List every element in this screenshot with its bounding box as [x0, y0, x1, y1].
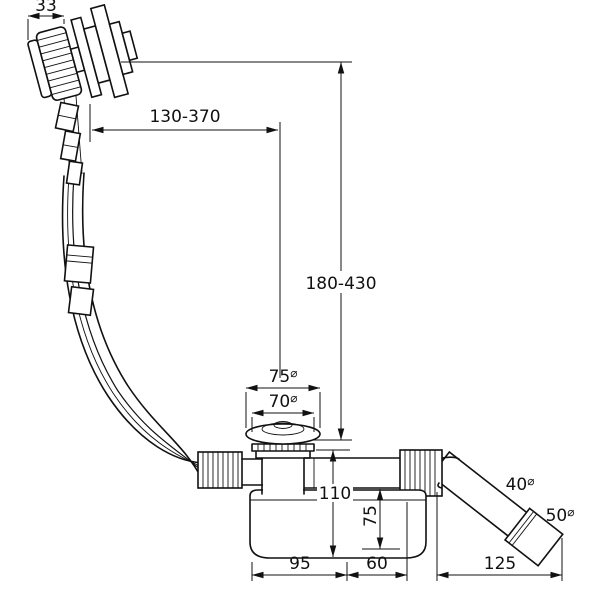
- waste-plug: [245, 421, 321, 495]
- dim-label-outlet-drop: 75: [361, 505, 381, 527]
- dim-label-body-height: 110: [319, 484, 351, 504]
- dim-label-vertical-range: 180-430: [305, 274, 376, 294]
- dim-label-95: 95: [289, 554, 311, 574]
- dim-plug-flange-diameter: [245, 384, 321, 428]
- outlet-pipe-angled: [429, 450, 564, 567]
- dim-label-plug-flange-diameter: 75⌀: [269, 366, 298, 387]
- outlet-nut: [399, 449, 443, 497]
- dim-label-knob-depth: 33: [35, 0, 57, 16]
- dim-plug-diameter: [251, 409, 315, 432]
- outlet-elbow: [437, 456, 460, 489]
- cable-adjusters: [54, 101, 84, 186]
- inlet-nut: [197, 451, 243, 489]
- cable-clamp-upper: [63, 244, 95, 284]
- dim-outlet-drop: [362, 489, 400, 550]
- dim-label-outlet-diameter: 50⌀: [546, 505, 575, 526]
- dim-horizontal-range: [89, 104, 281, 378]
- dimensions: [27, 12, 563, 581]
- overflow-rotary-unit: [27, 3, 139, 102]
- dim-body-height: [316, 449, 353, 557]
- dim-label-plug-diameter: 70⌀: [269, 391, 298, 412]
- outlet-pipe-horizontal: [303, 457, 402, 489]
- dim-bottom-chain: [251, 492, 563, 581]
- dim-vertical-range: [121, 61, 381, 441]
- dim-label-125: 125: [484, 554, 516, 574]
- dim-label-pipe-diameter: 40⌀: [506, 474, 535, 495]
- dim-knob-depth: [27, 12, 65, 40]
- inlet-pipe: [241, 458, 264, 486]
- dim-label-60: 60: [366, 554, 388, 574]
- cable-clamp-lower: [67, 285, 95, 317]
- overflow-cable-pipes: [61, 95, 203, 480]
- dim-label-horizontal-range: 130-370: [149, 107, 220, 127]
